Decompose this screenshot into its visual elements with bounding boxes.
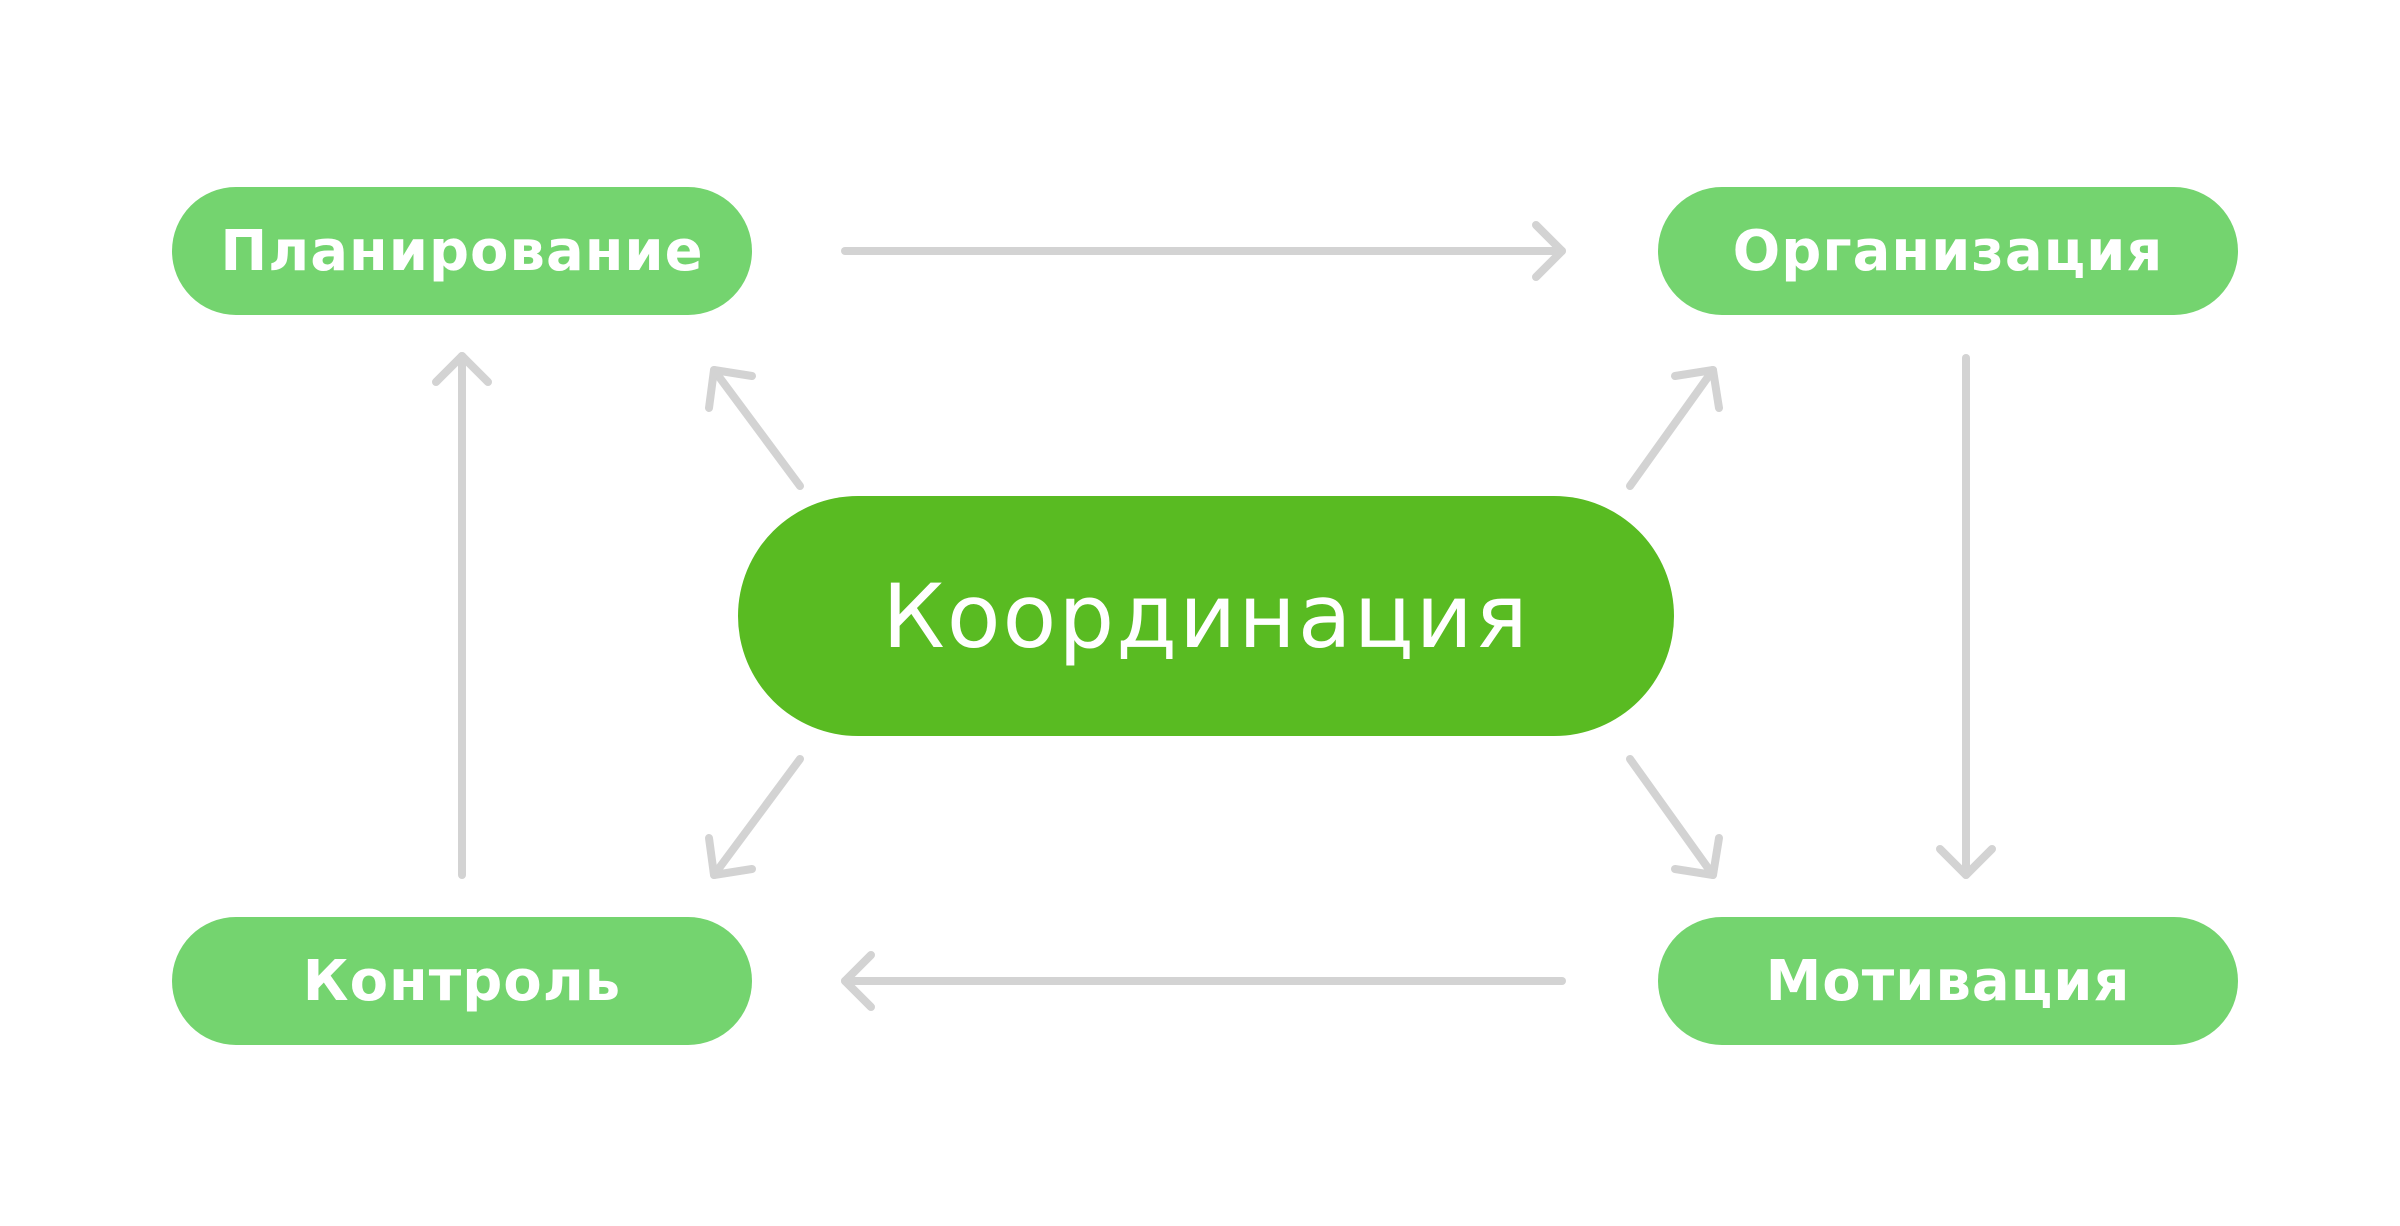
arrow-coordination-to-motivation (1626, 755, 1723, 879)
node-control: Контроль (172, 917, 752, 1045)
arrow-organization-to-motivation (1936, 354, 1996, 879)
node-organization: Организация (1658, 187, 2238, 315)
arrow-control-to-planning (432, 352, 492, 879)
node-planning: Планирование (172, 187, 752, 315)
node-coordination-center: Координация (738, 496, 1674, 736)
arrow-coordination-to-control (705, 755, 804, 879)
node-motivation: Мотивация (1658, 917, 2238, 1045)
arrow-coordination-to-organization (1626, 366, 1723, 490)
arrow-motivation-to-control (841, 951, 1566, 1011)
arrow-planning-to-organization (841, 221, 1566, 281)
arrow-coordination-to-planning (705, 366, 804, 490)
